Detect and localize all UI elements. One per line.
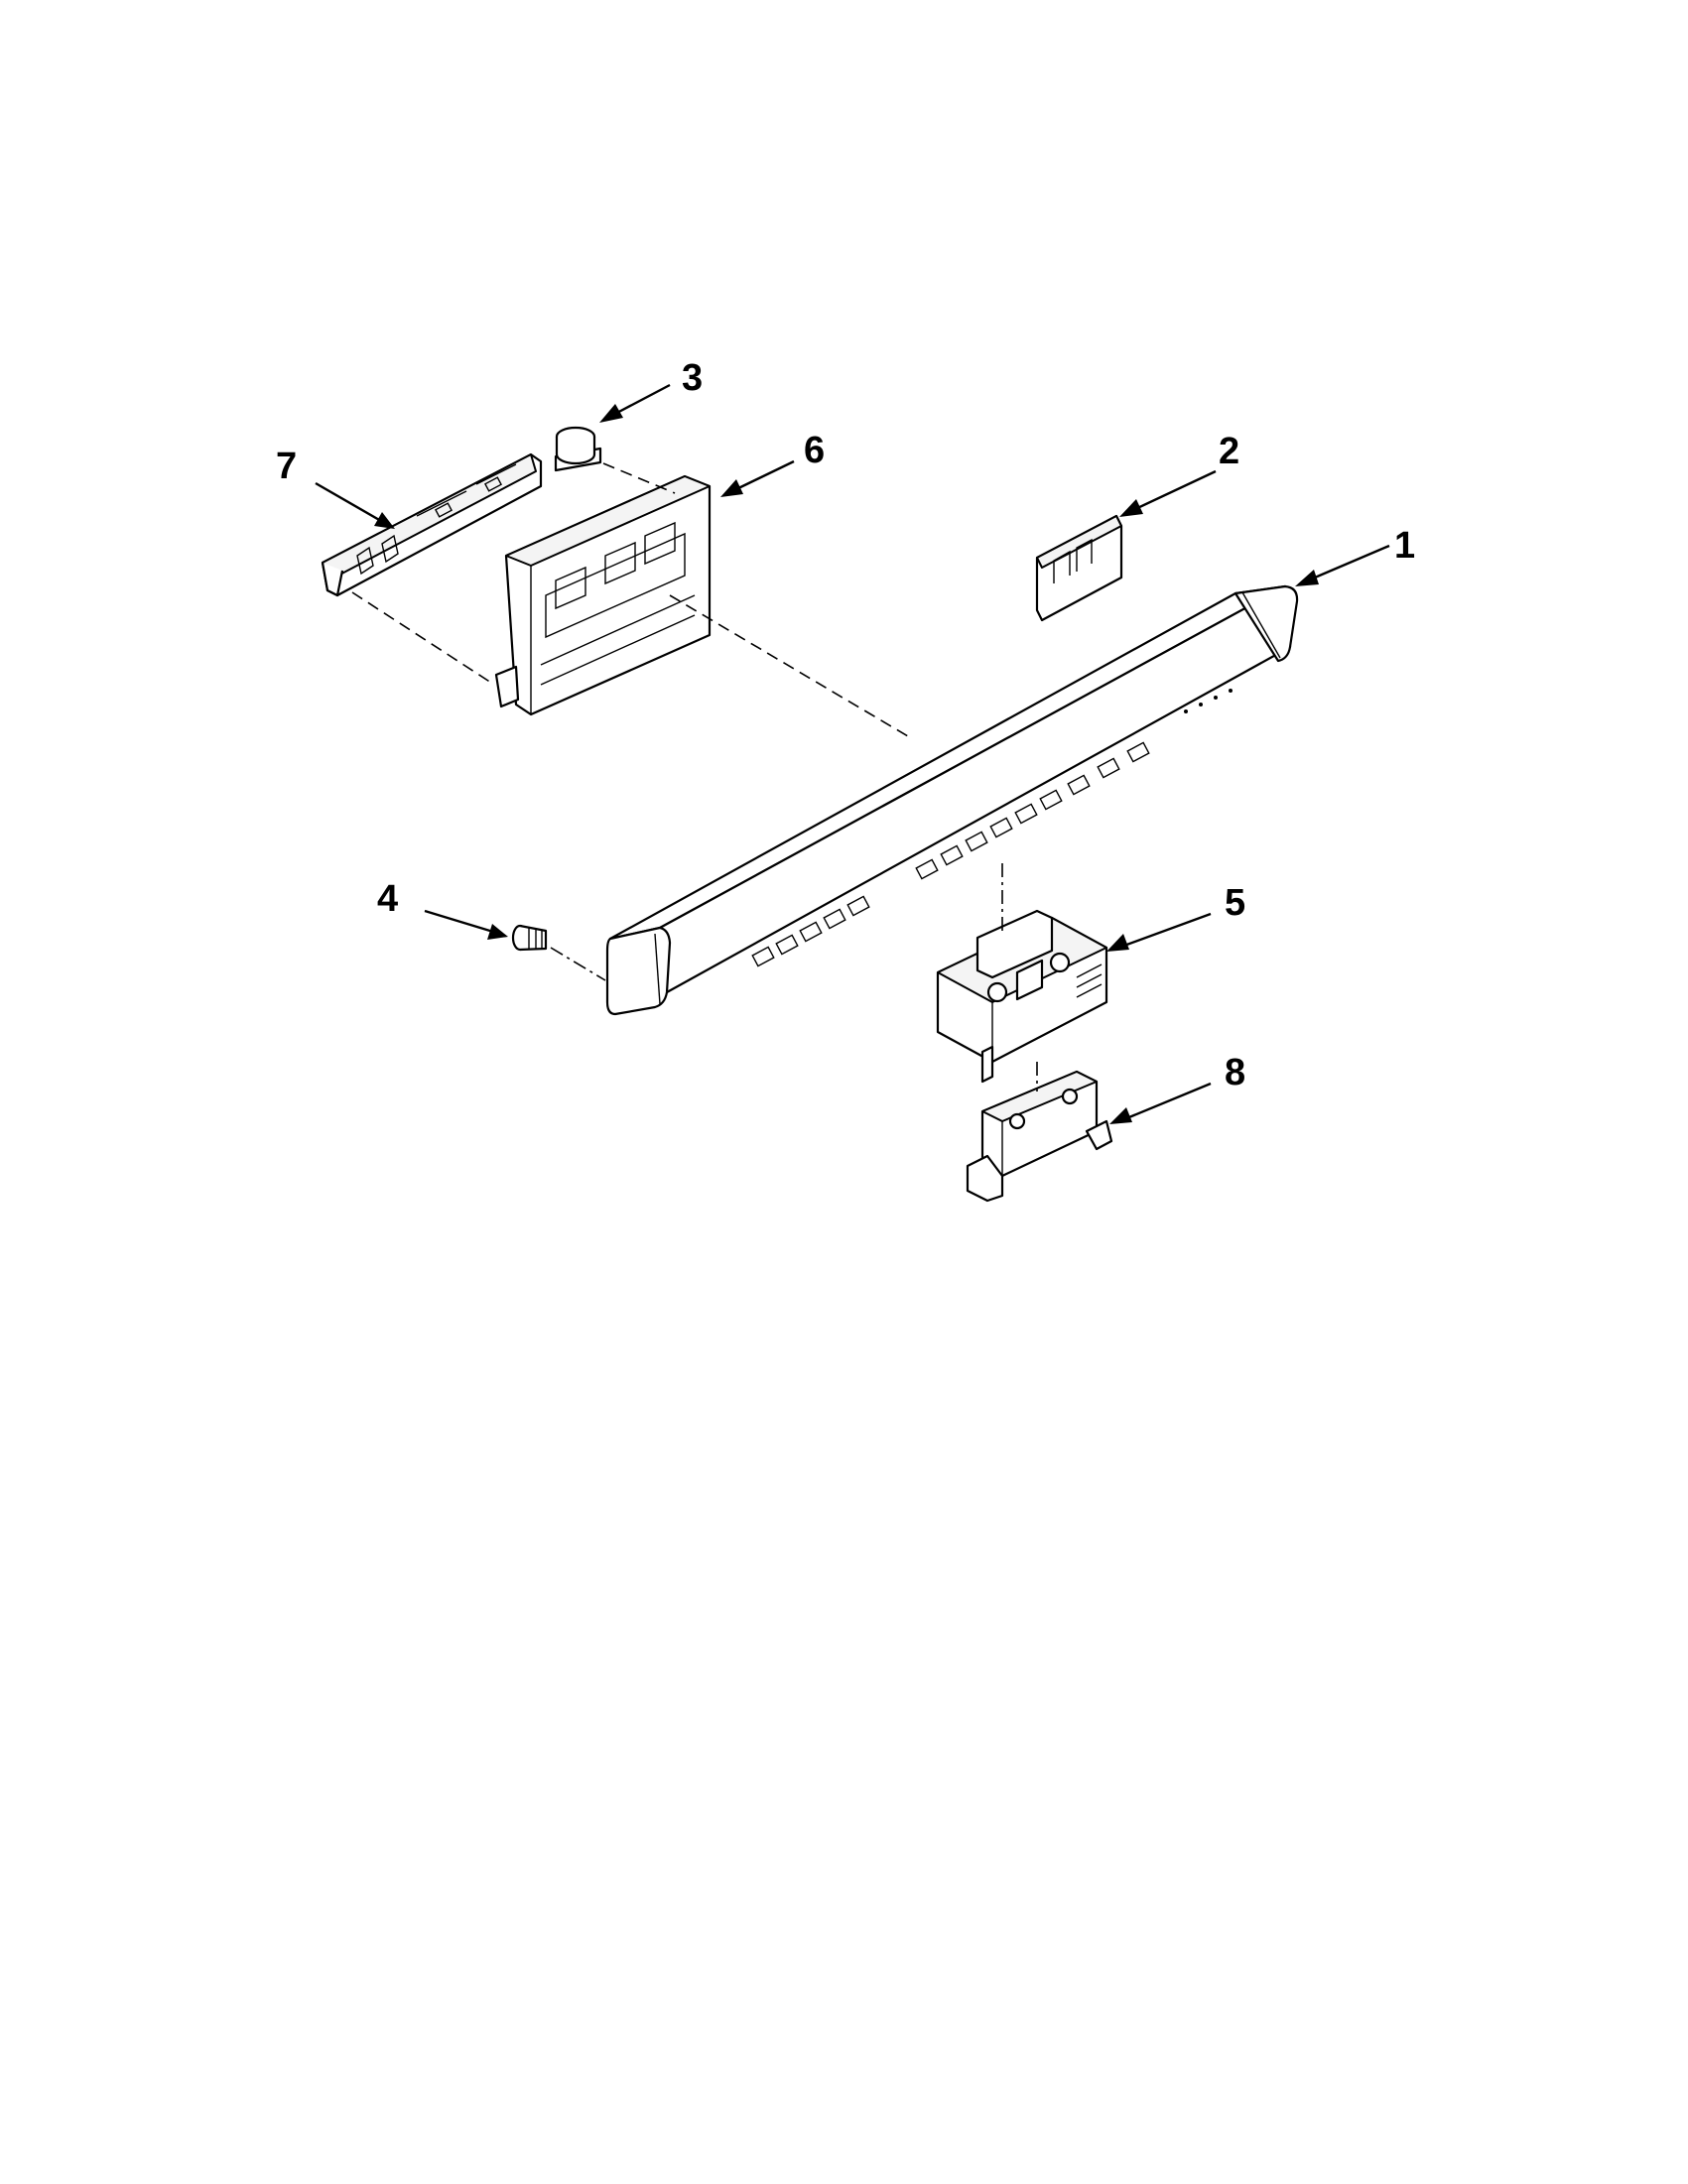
callout-7: 7 — [276, 446, 297, 487]
callout-5: 5 — [1225, 882, 1245, 924]
callout-8: 8 — [1225, 1052, 1245, 1093]
callout-leaders — [315, 383, 1390, 1124]
part-1-console-panel[interactable] — [605, 584, 1299, 1016]
callout-2: 2 — [1219, 431, 1239, 472]
callout-6: 6 — [804, 430, 825, 471]
part-3-component[interactable] — [554, 426, 602, 472]
part-7-circuit-bracket[interactable] — [321, 452, 543, 597]
callout-4: 4 — [377, 878, 398, 920]
callout-1: 1 — [1394, 525, 1415, 567]
part-8-latch-base[interactable] — [966, 1070, 1113, 1203]
assembly-guide-lines — [351, 462, 1038, 1092]
part-4-screw[interactable] — [511, 924, 548, 952]
callout-labels: 1 2 3 4 5 6 7 8 — [276, 357, 1415, 1093]
console-buttons — [751, 689, 1233, 967]
part-2-bracket[interactable] — [1035, 514, 1123, 622]
callout-3: 3 — [682, 357, 703, 399]
part-6-control-module[interactable] — [494, 474, 712, 716]
part-5-latch-assembly[interactable] — [936, 909, 1108, 1084]
